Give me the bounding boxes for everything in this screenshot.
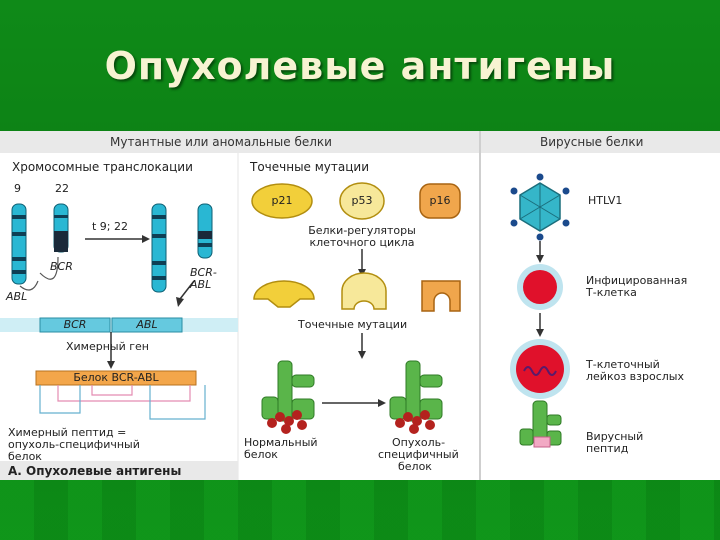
mutated-p16 <box>421 280 461 312</box>
viral-mhc <box>519 400 562 448</box>
caption-bar <box>0 461 238 480</box>
p21-label: p21 <box>271 194 293 207</box>
chromosome-22-left <box>53 203 69 253</box>
chimeric-peptide-line3: белок <box>8 450 42 463</box>
viral-peptide-line1: Вирусный <box>586 430 644 443</box>
htlv-label: HTLV1 <box>588 194 623 207</box>
panel-caption: А. Опухолевые антигены <box>8 464 182 478</box>
infected-line1: Инфицированная <box>586 274 688 287</box>
protein-bar <box>35 370 197 386</box>
abl-curve <box>19 280 39 291</box>
protein-p53 <box>339 182 385 220</box>
htlv-virus-icon <box>510 173 570 241</box>
protein-bcr-abl-label: Белок BCR-ABL <box>73 371 159 384</box>
chimeric-gene-label: Химерный ген <box>66 340 149 353</box>
infected-line2: Т-клетка <box>586 286 637 299</box>
p53-label: p53 <box>351 194 373 207</box>
leukemia-line2: лейкоз взрослых <box>586 370 684 383</box>
header-mutant-proteins: Мутантные или аномальные белки <box>110 135 332 149</box>
chromosome-9-right <box>151 203 167 293</box>
bcr-abl-label-2: ABL <box>190 278 212 291</box>
abl-label: ABL <box>6 290 28 303</box>
regulators-line2: клеточного цикла <box>309 236 415 249</box>
mutated-p21 <box>253 280 315 308</box>
slide-title: Опухолевые антигены <box>104 44 616 88</box>
mutated-p53 <box>341 272 387 310</box>
figure-header-bar <box>0 131 720 153</box>
header-viral-proteins: Вирусные белки <box>540 135 644 149</box>
protein-p16 <box>419 183 461 219</box>
chimeric-peptide-line1: Химерный пептид = <box>8 426 127 439</box>
chromosome-22-right <box>197 203 213 259</box>
point-mutations-mid: Точечные мутации <box>298 318 408 331</box>
infected-cell-icon <box>523 270 557 304</box>
mhc-tumor <box>389 360 443 434</box>
chimeric-peptide-line2: опухоль-специфичный <box>8 438 140 451</box>
mhc-normal <box>261 360 315 434</box>
chromosome-9-left <box>11 203 27 285</box>
gene-bar-abl-label: ABL <box>136 318 158 331</box>
normal-protein-line2: белок <box>244 448 278 461</box>
point-mutations-top: Точечные мутации <box>250 160 370 174</box>
normal-protein-line1: Нормальный <box>244 436 318 449</box>
translocation-label: t 9; 22 <box>92 220 129 233</box>
slide-bottom-stripe <box>0 480 720 540</box>
bcr-abl-label-1: BCR- <box>190 266 217 279</box>
gene-bar-bcr-label: BCR <box>63 318 87 331</box>
p16-label: p16 <box>429 194 451 207</box>
bcr-label: BCR <box>50 260 73 273</box>
tumor-protein-line1: Опухоль- <box>392 436 446 449</box>
figure-graphics <box>0 131 720 480</box>
regulators-line1: Белки-регуляторы <box>308 224 416 237</box>
tumor-protein-line3: белок <box>398 460 432 473</box>
translocation-title: Хромосомные транслокации <box>12 160 193 174</box>
gene-bar-abl <box>111 317 183 333</box>
gene-bar-bcr <box>39 317 111 333</box>
leukemia-line1: Т-клеточный <box>586 358 660 371</box>
antigen-figure: Мутантные или аномальные белки Вирусные … <box>0 131 720 480</box>
protein-p21 <box>251 183 313 219</box>
chromosome-9-label: 9 <box>14 182 21 195</box>
viral-peptide-line2: пептид <box>586 442 629 455</box>
tumor-protein-line2: специфичный <box>378 448 459 461</box>
bcr-curve <box>39 256 59 280</box>
chromosome-22-label: 22 <box>55 182 69 195</box>
